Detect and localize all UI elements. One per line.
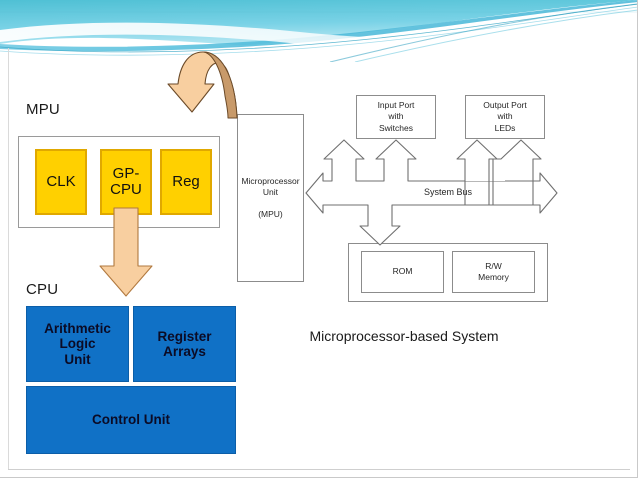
cpu-heading-label: CPU [26, 281, 59, 298]
diagram-block-input-port: Input Port with Switches [356, 95, 436, 139]
system-bus-label: System Bus [423, 187, 472, 197]
diagram-block-mpu: Microprocessor Unit (MPU) [237, 114, 304, 282]
diagram-block-output-port: Output Port with LEDs [465, 95, 545, 139]
cpu-block-control-unit: Control Unit [26, 386, 236, 454]
diagram-block-mpu-label: Microprocessor Unit (MPU) [241, 175, 300, 220]
wave-banner-decoration [0, 0, 637, 62]
microprocessor-system-diagram: Microprocessor Unit (MPU) Input Port wit… [228, 95, 580, 302]
mpu-heading-label: MPU [26, 101, 60, 118]
mpu-block-gp-cpu-label: GP- CPU [110, 165, 142, 198]
left-margin-rule [8, 48, 9, 470]
figure-caption: Microprocessor-based System [309, 328, 499, 344]
wave-banner-svg [0, 0, 637, 62]
bottom-margin-rule [8, 469, 630, 470]
mpu-cpu-figure: MPU CPU CLK GP- CPU Reg Arithmetic Logic… [0, 88, 252, 470]
mpu-block-gp-cpu: GP- CPU [100, 149, 152, 215]
mpu-block-clk-label: CLK [46, 173, 76, 191]
cpu-block-arithmetic-logic-unit: Arithmetic Logic Unit [26, 306, 129, 382]
cpu-block-control-unit-label: Control Unit [92, 412, 170, 428]
cpu-block-register-arrays: Register Arrays [133, 306, 236, 382]
diagram-block-rw-memory-label: R/W Memory [478, 260, 509, 282]
mpu-block-reg-label: Reg [172, 173, 200, 191]
diagram-block-output-port-label: Output Port with LEDs [483, 100, 527, 133]
mpu-block-clk: CLK [35, 149, 87, 215]
diagram-block-rom-label: ROM [392, 266, 413, 277]
diagram-block-input-port-label: Input Port with Switches [377, 100, 415, 133]
cpu-block-alu-label: Arithmetic Logic Unit [44, 321, 111, 367]
diagram-block-rw-memory: R/W Memory [452, 251, 535, 293]
mpu-block-reg: Reg [160, 149, 212, 215]
diagram-block-rom: ROM [361, 251, 444, 293]
cpu-block-register-arrays-label: Register Arrays [157, 328, 212, 359]
